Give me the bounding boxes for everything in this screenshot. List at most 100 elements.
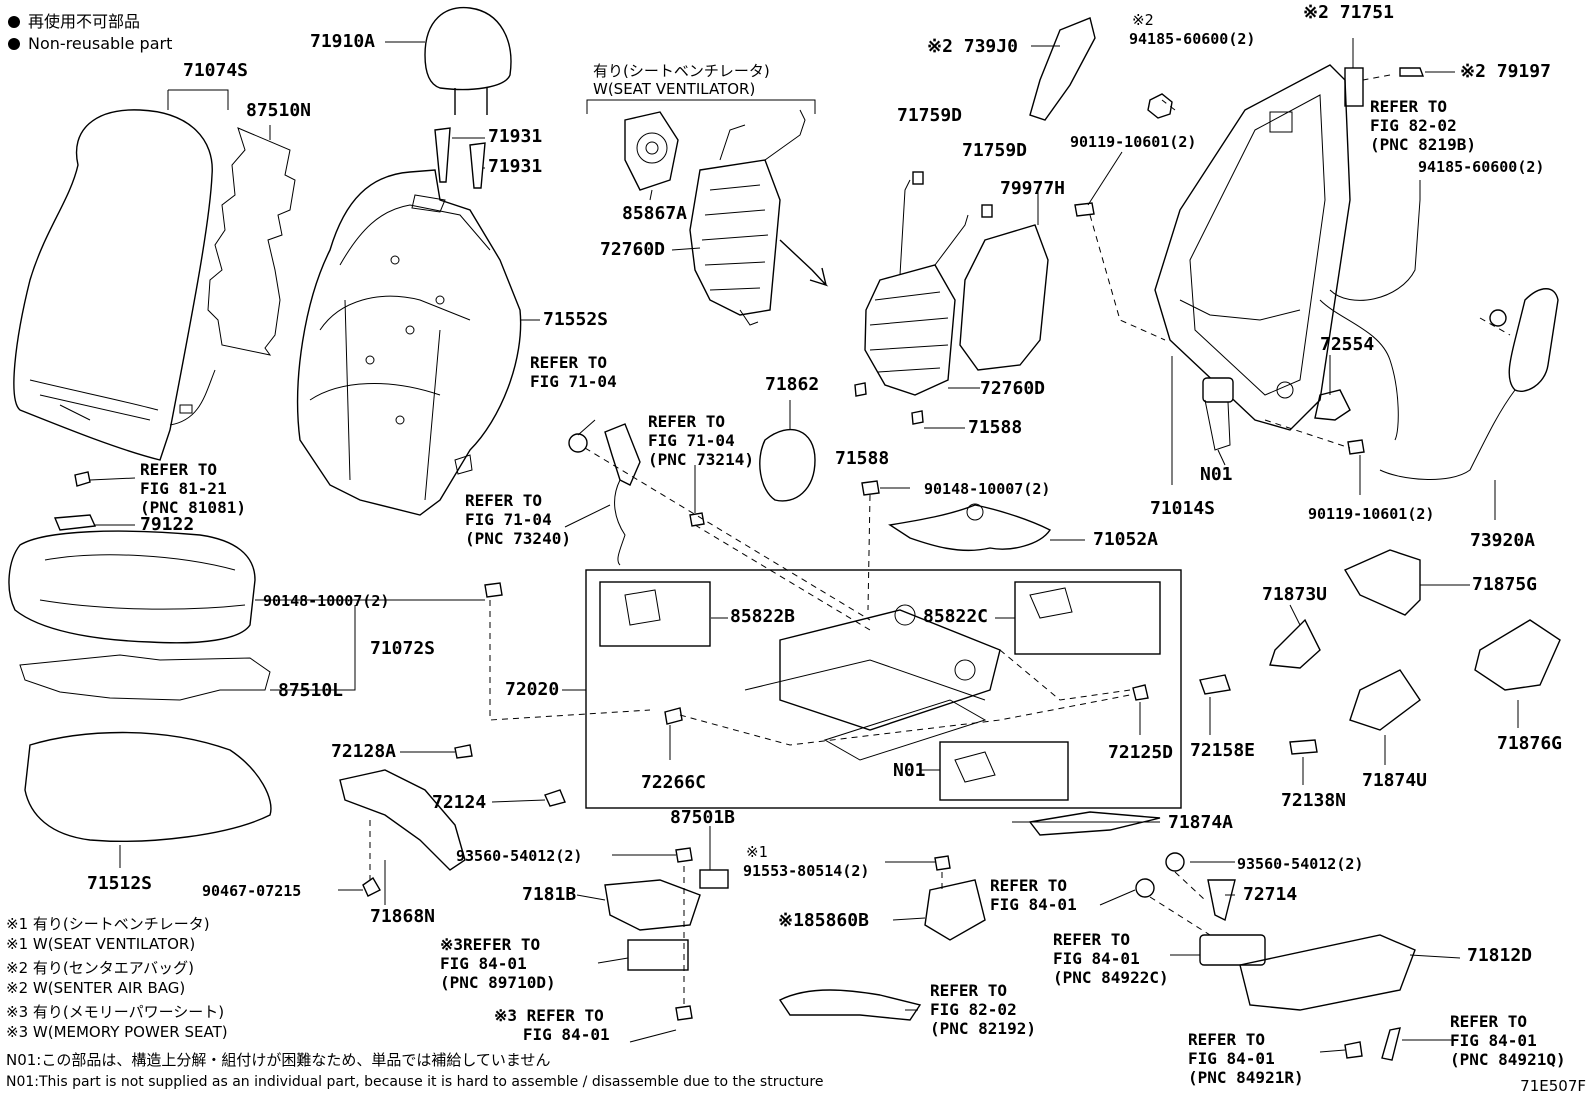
reference-label[interactable]: REFER TO FIG 84-01 (PNC 84922C) — [1053, 930, 1169, 987]
reference-label[interactable]: ※3 REFER TO FIG 84-01 — [494, 1006, 610, 1044]
part-label[interactable]: 72714 — [1243, 884, 1298, 905]
ventilator-group-title-en: W(SEAT VENTILATOR) — [593, 80, 756, 98]
motor-85822c-box — [1014, 581, 1161, 655]
reference-label[interactable]: REFER TO FIG 84-01 (PNC 84921R) — [1188, 1030, 1304, 1087]
non-reusable-dot-icon — [8, 16, 20, 28]
part-label[interactable]: 72760D — [600, 239, 666, 260]
part-label[interactable]: 71014S — [1150, 498, 1216, 519]
seat-side-shield — [339, 769, 466, 871]
clip-72158e — [1199, 674, 1231, 695]
bolt-90148-b — [861, 480, 880, 496]
seat-adjuster — [624, 587, 1073, 783]
part-label[interactable]: 85822B — [730, 606, 796, 627]
leader-lines — [89, 38, 1519, 1053]
part-label[interactable]: 71588 — [835, 448, 890, 469]
part-label[interactable]: 72020 — [505, 679, 560, 700]
cover-71873u — [1269, 618, 1321, 669]
part-label[interactable]: 90148-10007(2) — [924, 480, 1051, 498]
footnote: ※1 有り(シートベンチレータ) — [6, 915, 210, 933]
part-label[interactable]: 72128A — [331, 741, 397, 762]
reference-label[interactable]: REFER TO FIG 71-04 (PNC 73240) — [465, 491, 571, 548]
part-label[interactable]: 71759D — [897, 105, 963, 126]
part-label[interactable]: 79977H — [1000, 178, 1066, 199]
seat-cushion-cover — [8, 530, 256, 644]
reference-label[interactable]: REFER TO FIG 84-01 — [990, 876, 1077, 914]
part-label[interactable]: 79122 — [140, 514, 195, 535]
part-label[interactable]: 72158E — [1190, 740, 1256, 761]
part-label[interactable]: 90148-10007(2) — [263, 592, 390, 610]
part-label[interactable]: 91553-80514(2) — [743, 862, 870, 880]
part-label[interactable]: 71876G — [1497, 733, 1563, 754]
part-label[interactable]: ※2 79197 — [1460, 61, 1551, 82]
part-label[interactable]: 94185-60600(2) — [1129, 30, 1256, 48]
seat-back-spring-upper — [689, 109, 806, 326]
motor-85822b-box — [599, 581, 711, 647]
reference-label[interactable]: ※3REFER TO FIG 84-01 (PNC 89710D) — [440, 935, 556, 992]
part-label[interactable]: 71931 — [488, 156, 543, 177]
part-label[interactable]: 85867A — [622, 203, 688, 224]
part-label[interactable]: ※2 739J0 — [927, 36, 1018, 57]
footnote: ※1 W(SEAT VENTILATOR) — [6, 935, 196, 953]
part-label[interactable]: 72760D — [980, 378, 1046, 399]
part-label[interactable]: 71552S — [543, 309, 609, 330]
part-label[interactable]: 90119-10601(2) — [1308, 505, 1435, 523]
part-label[interactable]: ※2 71751 — [1303, 2, 1394, 23]
footnote: ※3 有り(メモリーパワーシート) — [6, 1003, 225, 1021]
seat-back-assembly — [296, 169, 522, 516]
part-label[interactable]: 72266C — [641, 772, 707, 793]
part-label[interactable]: 71910A — [310, 31, 376, 52]
part-label[interactable]: 87510N — [246, 100, 312, 121]
part-label[interactable]: 71588 — [968, 417, 1023, 438]
bolt-93560-b — [1165, 852, 1185, 872]
part-label[interactable]: 7181B — [522, 884, 577, 905]
reference-label[interactable]: REFER TO FIG 84-01 (PNC 84921Q) — [1450, 1012, 1566, 1069]
airbag-bracket — [1344, 67, 1364, 107]
clip-79122 — [53, 514, 97, 531]
seat-ventilator-fan — [624, 111, 679, 191]
non-reusable-dot-icon — [8, 38, 20, 50]
part-label[interactable]: N01 — [893, 760, 926, 781]
reference-label[interactable]: REFER TO FIG 82-02 (PNC 8219B) — [1370, 97, 1476, 154]
reference-label[interactable]: REFER TO FIG 71-04 (PNC 73214) — [648, 412, 754, 469]
wire-harness-82192 — [778, 989, 922, 1021]
reference-label[interactable]: REFER TO FIG 82-02 (PNC 82192) — [930, 981, 1036, 1038]
part-label[interactable]: 93560-54012(2) — [456, 847, 583, 865]
part-label[interactable]: 87501B — [670, 807, 736, 828]
part-label[interactable]: 71052A — [1093, 529, 1159, 550]
part-label[interactable]: 93560-54012(2) — [1237, 855, 1364, 873]
part-label[interactable]: 71868N — [370, 906, 436, 927]
part-label[interactable]: 71862 — [765, 374, 820, 395]
part-label[interactable]: 90119-10601(2) — [1070, 133, 1197, 151]
part-label[interactable]: 71873U — [1262, 584, 1328, 605]
part-label[interactable]: 72125D — [1108, 742, 1174, 763]
part-label[interactable]: 71931 — [488, 126, 543, 147]
part-label[interactable]: 71072S — [370, 638, 436, 659]
part-label[interactable]: 71759D — [962, 140, 1028, 161]
part-label[interactable]: 85822C — [923, 606, 989, 627]
connector-87501b — [699, 869, 729, 889]
part-label[interactable]: 87510L — [278, 680, 344, 701]
part-label[interactable]: N01 — [1200, 464, 1233, 485]
part-label[interactable]: 71074S — [183, 60, 249, 81]
cover-71875g — [1343, 549, 1421, 616]
part-label[interactable]: 71512S — [87, 873, 153, 894]
clip-71759d-b — [981, 204, 993, 218]
part-label[interactable]: 72124 — [432, 792, 487, 813]
part-label[interactable]: 72554 — [1320, 334, 1375, 355]
part-label[interactable]: 72138N — [1281, 790, 1347, 811]
part-label[interactable]: 94185-60600(2) — [1418, 158, 1545, 176]
part-label[interactable]: 71874A — [1168, 812, 1234, 833]
part-label[interactable]: 71875G — [1472, 574, 1538, 595]
clip-72266c — [664, 707, 683, 725]
reference-label[interactable]: REFER TO FIG 71-04 — [530, 353, 617, 391]
part-label[interactable]: 71812D — [1467, 945, 1533, 966]
part-label[interactable]: ※185860B — [778, 910, 869, 931]
part-label[interactable]: 73920A — [1470, 530, 1536, 551]
bolt-90148-a — [484, 582, 503, 598]
part-note-marker: ※2 — [1132, 11, 1154, 29]
part-label[interactable]: 71874U — [1362, 770, 1428, 791]
seat-cushion-pad — [19, 654, 271, 701]
reference-label[interactable]: REFER TO FIG 81-21 (PNC 81081) — [140, 460, 246, 517]
clip-71588-b — [911, 410, 924, 425]
part-label[interactable]: 90467-07215 — [202, 882, 302, 900]
